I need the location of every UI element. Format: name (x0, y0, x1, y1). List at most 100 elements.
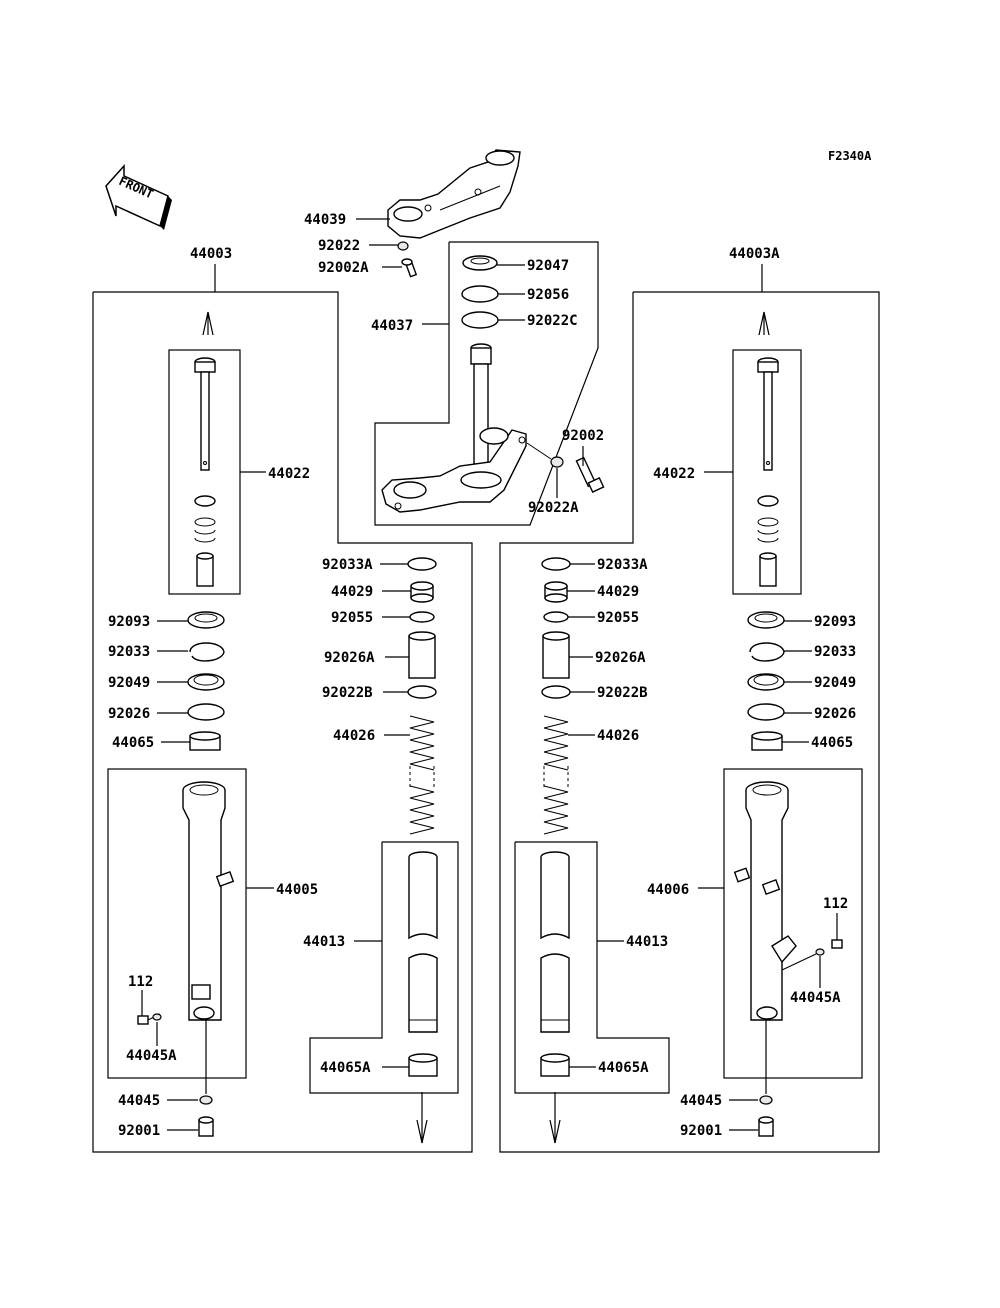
stem-seal-92047-part (462, 255, 498, 271)
right-assembly-frame (499, 291, 880, 1153)
label-44013-right: 44013 (626, 934, 668, 950)
label-92055-right: 92055 (597, 610, 639, 626)
label-44022-left: 44022 (268, 466, 310, 482)
left-assembly-frame (92, 291, 473, 1153)
left-outer-tube-part (182, 781, 235, 1021)
label-92055-left: 92055 (331, 610, 373, 626)
label-44029-left: 44029 (331, 584, 373, 600)
nut-92022-part (397, 241, 409, 251)
label-92026A-right: 92026A (595, 650, 646, 666)
left-inner-tube-part (408, 851, 438, 1033)
right-damper-rod-part (757, 357, 779, 587)
left-nut-44029-part (410, 581, 434, 603)
front-arrow-icon: FRONT (105, 164, 172, 230)
label-92093-right: 92093 (814, 614, 856, 630)
label-44022-right: 44022 (653, 466, 695, 482)
right-washer-92026-part (747, 703, 785, 721)
label-92033A-right: 92033A (597, 557, 648, 573)
left-oring-92055-part (409, 611, 435, 623)
left-seal-92093-part (187, 611, 225, 629)
label-44003: 44003 (190, 246, 232, 262)
label-112-left: 112 (128, 974, 153, 990)
right-oring-92055-part (543, 611, 569, 623)
right-seal-92049-part (747, 673, 785, 691)
label-44013-left: 44013 (303, 934, 345, 950)
right-washer-92022B-part (541, 685, 571, 699)
right-bolt-92001-part (758, 1116, 774, 1137)
left-damper-rod-part (194, 357, 216, 587)
label-92002: 92002 (562, 428, 604, 444)
label-92022B-right: 92022B (597, 685, 648, 701)
stem-washer-92022C-part (461, 311, 499, 329)
left-44013-box (309, 841, 459, 1094)
label-92022A-top: 92022A (528, 500, 579, 516)
label-44039: 44039 (304, 212, 346, 228)
label-92026-right: 92026 (814, 706, 856, 722)
right-44006-box (723, 768, 863, 1079)
left-washer-92022B-part (407, 685, 437, 699)
stem-nut-92022A-part (550, 456, 564, 468)
label-44003A: 44003A (729, 246, 780, 262)
label-44029-right: 44029 (597, 584, 639, 600)
left-bolt-92001-part (198, 1116, 214, 1137)
label-92022: 92022 (318, 238, 360, 254)
right-bolt-112-part (831, 939, 843, 949)
left-clip-92033A-part (407, 557, 437, 571)
label-92001-left: 92001 (118, 1123, 160, 1139)
label-44065A-left: 44065A (320, 1060, 371, 1076)
label-44045A-left: 44045A (126, 1048, 177, 1064)
label-44065A-right: 44065A (598, 1060, 649, 1076)
left-collar-92026A-part (408, 631, 436, 679)
bolt-92002A-part (401, 258, 418, 278)
left-44005-box (107, 768, 247, 1079)
label-92022B-left: 92022B (322, 685, 373, 701)
right-collar-92026A-part (542, 631, 570, 679)
label-44037: 44037 (371, 318, 413, 334)
label-92001-right: 92001 (680, 1123, 722, 1139)
figure-code: F2340A (828, 149, 872, 163)
label-44026-right: 44026 (597, 728, 639, 744)
left-clip-92033-part (189, 642, 225, 662)
right-washer-44045-part (759, 1095, 773, 1105)
left-seal-92049-part (187, 673, 225, 691)
label-92033-right: 92033 (814, 644, 856, 660)
label-92026-left: 92026 (108, 706, 150, 722)
label-92049-right: 92049 (814, 675, 856, 691)
label-92022C: 92022C (527, 313, 578, 329)
left-spring-44026-part (409, 715, 435, 835)
stem-bolt-92002-part (575, 456, 605, 493)
upper-bracket-part (387, 149, 521, 239)
label-92049-left: 92049 (108, 675, 150, 691)
label-44065-left: 44065 (112, 735, 154, 751)
label-92026A-left: 92026A (324, 650, 375, 666)
right-washer-44045A-part (815, 948, 825, 956)
right-spring-44026-part (543, 715, 569, 835)
label-112-right: 112 (823, 896, 848, 912)
label-92033-left: 92033 (108, 644, 150, 660)
label-44045-right: 44045 (680, 1093, 722, 1109)
left-bushing-44065-part (189, 731, 221, 751)
right-44013-box (514, 841, 670, 1094)
label-44006: 44006 (647, 882, 689, 898)
label-44026-left: 44026 (333, 728, 375, 744)
left-bushing-44065A-part (408, 1053, 438, 1077)
label-44065-right: 44065 (811, 735, 853, 751)
steering-stem-frame (374, 241, 599, 526)
right-inner-tube-part (540, 851, 570, 1033)
left-washer-44045A-part (152, 1013, 162, 1021)
right-bushing-44065A-part (540, 1053, 570, 1077)
left-washer-92026-part (187, 703, 225, 721)
right-clip-92033-part (749, 642, 785, 662)
right-bushing-44065-part (751, 731, 783, 751)
label-44045A-right: 44045A (790, 990, 841, 1006)
label-92056: 92056 (527, 287, 569, 303)
label-92002A: 92002A (318, 260, 369, 276)
right-nut-44029-part (544, 581, 568, 603)
steering-stem-part (381, 343, 527, 513)
right-clip-92033A-part (541, 557, 571, 571)
label-92093-left: 92093 (108, 614, 150, 630)
label-44005: 44005 (276, 882, 318, 898)
label-44045-left: 44045 (118, 1093, 160, 1109)
left-washer-44045-part (199, 1095, 213, 1105)
